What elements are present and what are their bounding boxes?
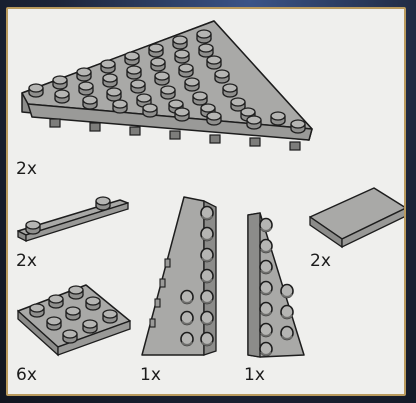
parts-list-panel: 2x 2x 6x 1x 1x 2x xyxy=(6,7,406,396)
quantity-tile-2x3: 2x xyxy=(310,253,331,270)
wedge-plate-left-part xyxy=(142,197,216,355)
quantity-plate-3x3: 6x xyxy=(16,367,37,384)
quantity-wedge-plate-large: 2x xyxy=(16,161,37,178)
tile-2x3-part xyxy=(310,188,404,247)
parts-illustration xyxy=(8,9,404,394)
wedge-plate-right-part xyxy=(248,213,304,357)
quantity-plate-1x4: 2x xyxy=(16,253,37,270)
plate-3x3-part xyxy=(18,285,130,355)
quantity-wedge-plate-right: 1x xyxy=(244,367,265,384)
wedge-plate-large-part xyxy=(22,21,312,150)
plate-1x4-part xyxy=(18,197,128,241)
quantity-wedge-plate-left: 1x xyxy=(140,367,161,384)
